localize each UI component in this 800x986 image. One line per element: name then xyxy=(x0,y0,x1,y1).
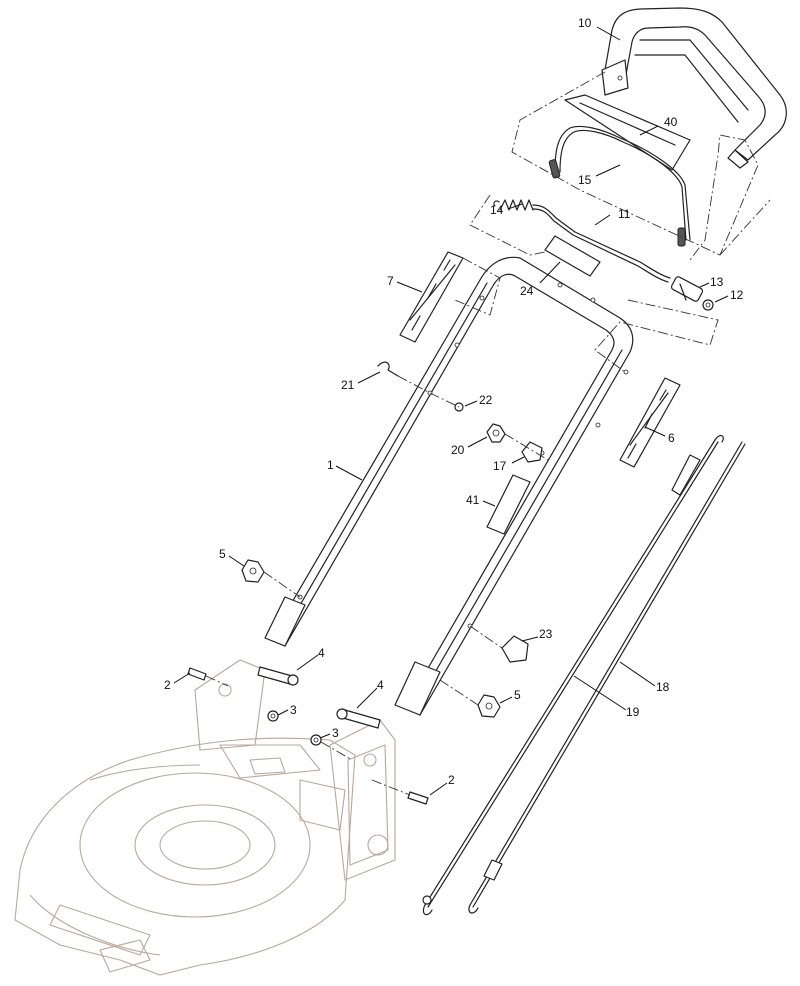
callout-3-right: 3 xyxy=(332,726,339,740)
callout-19: 19 xyxy=(626,705,640,719)
nut-3-right[interactable] xyxy=(310,734,322,746)
bolt-4-lower[interactable] xyxy=(336,708,381,729)
callout-40: 40 xyxy=(664,115,678,129)
knob-line xyxy=(504,433,549,461)
nut-3-left[interactable] xyxy=(267,710,279,722)
mower-deck xyxy=(14,659,396,976)
callout-13: 13 xyxy=(710,275,724,289)
cable-19[interactable] xyxy=(422,434,724,916)
sleeve[interactable] xyxy=(544,235,601,277)
callout-18: 18 xyxy=(656,680,670,694)
bracket-23[interactable] xyxy=(501,635,529,663)
pin-line-left xyxy=(205,675,229,687)
callout-17: 17 xyxy=(493,459,507,473)
callout-15: 15 xyxy=(578,173,592,187)
pin-line-right xyxy=(371,779,411,796)
control-rod[interactable] xyxy=(532,204,671,283)
callout-22: 22 xyxy=(479,393,493,407)
callout-3-left: 3 xyxy=(290,703,297,717)
callout-14: 14 xyxy=(490,203,504,217)
sleeve-41[interactable] xyxy=(486,474,531,535)
rod-outline xyxy=(469,194,556,256)
bracket-17[interactable] xyxy=(521,441,543,463)
callout-4-lower: 4 xyxy=(377,678,384,692)
handle-assembly-outline-2 xyxy=(719,199,771,256)
callout-2-right: 2 xyxy=(448,773,455,787)
knob-5-lower[interactable] xyxy=(477,694,501,718)
callout-24: 24 xyxy=(520,284,534,298)
leader-lines xyxy=(173,26,729,796)
callout-6: 6 xyxy=(668,431,675,445)
knob-line-upper xyxy=(263,571,301,598)
callout-7: 7 xyxy=(387,274,394,288)
handle-assembly-outline xyxy=(511,71,759,261)
pin-2-left[interactable] xyxy=(187,667,207,681)
bracket-line xyxy=(469,625,503,649)
handle-lower-end-right xyxy=(394,661,441,716)
callout-labels: 10 40 15 14 11 7 24 13 12 21 22 6 20 17 … xyxy=(164,16,744,787)
callout-11: 11 xyxy=(618,207,631,221)
pin-2-right[interactable] xyxy=(407,791,429,805)
upper-handle[interactable] xyxy=(601,7,787,169)
handle-lower-end-left xyxy=(264,596,306,647)
nut-line-right xyxy=(320,741,353,761)
callout-5-lower: 5 xyxy=(514,688,521,702)
guide-outline-left xyxy=(454,257,501,316)
clip-line xyxy=(397,375,431,394)
cable-18[interactable] xyxy=(468,441,746,914)
callout-5-upper: 5 xyxy=(219,547,226,561)
cable-fitting[interactable] xyxy=(670,276,704,302)
knob-5-upper[interactable] xyxy=(241,559,265,583)
callout-1: 1 xyxy=(327,458,334,472)
operator-bail[interactable] xyxy=(548,125,691,247)
callout-2-left: 2 xyxy=(164,678,171,692)
callout-10: 10 xyxy=(578,16,592,30)
callout-4-upper: 4 xyxy=(318,646,325,660)
knob-line-lower xyxy=(439,679,479,706)
callout-41: 41 xyxy=(466,493,480,507)
callout-21: 21 xyxy=(341,378,355,392)
nut[interactable] xyxy=(702,299,714,311)
cord-guide-right[interactable] xyxy=(619,377,681,468)
handle-foam-grip[interactable] xyxy=(564,94,691,171)
callout-23: 23 xyxy=(539,627,553,641)
nut-line xyxy=(429,392,460,408)
knob-20[interactable] xyxy=(486,423,506,443)
guide-outline-right xyxy=(594,299,719,373)
callout-20: 20 xyxy=(451,443,465,457)
handle-holes xyxy=(297,282,629,629)
spring[interactable] xyxy=(493,199,534,211)
bolt-4-upper[interactable] xyxy=(257,666,299,686)
callout-12: 12 xyxy=(730,288,744,302)
hairpin-clip[interactable] xyxy=(377,361,399,377)
